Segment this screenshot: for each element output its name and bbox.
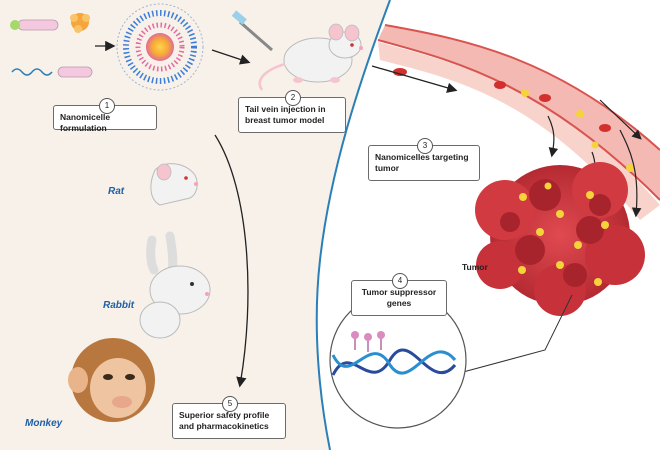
flow-arrow — [371, 65, 458, 93]
nanoparticle — [519, 193, 527, 201]
red-blood-cell — [494, 81, 506, 89]
tumor-label: Tumor — [462, 262, 488, 272]
step-3-number: 3 — [417, 138, 433, 154]
step-5-label-line2: and pharmacokinetics — [179, 421, 269, 431]
nanoparticle — [556, 261, 564, 269]
nanoparticle — [556, 210, 564, 218]
step-1-number: 1 — [99, 98, 115, 114]
zoom-connector — [451, 294, 573, 376]
step-4-box: 4 Tumor suppressor genes — [351, 273, 447, 316]
step-2-number: 2 — [285, 90, 301, 106]
rabbit-illustration — [139, 231, 211, 339]
nanoparticle — [576, 110, 584, 118]
arrow-to-safety — [214, 134, 249, 388]
nanoparticle — [521, 89, 529, 97]
step-5-box: 5 Superior safety profile and pharmacoki… — [172, 396, 286, 439]
blood-vessel — [371, 24, 660, 220]
extravasation-arrow — [547, 115, 559, 158]
methyl-marker — [364, 333, 372, 341]
nanomicelle — [116, 3, 204, 91]
step-4-label-line1: Tumor suppressor — [361, 287, 437, 297]
tumor-mass — [475, 162, 645, 316]
step-2-label-line2: breast tumor model — [245, 115, 325, 125]
dna-strand — [331, 350, 457, 375]
syringe — [239, 20, 273, 52]
step-5-label-line1: Superior safety profile — [179, 410, 270, 420]
step-3-label-line2: tumor — [375, 163, 400, 173]
arrow-to-mouse — [211, 49, 251, 65]
step-1-box: 1 Nanomicelle formulation — [53, 98, 157, 133]
red-blood-cell — [393, 68, 407, 76]
monkey-illustration — [68, 338, 155, 422]
extravasation-arrow — [619, 129, 642, 218]
step-4-label-line2: genes — [386, 298, 412, 308]
nanoparticle — [586, 191, 594, 199]
nanoparticle — [536, 228, 544, 236]
mouse-illustration — [231, 10, 363, 91]
step-2-box: 2 Tail vein injection in breast tumor mo… — [238, 90, 346, 133]
nanoparticle — [574, 241, 582, 249]
divider-curve — [315, 0, 391, 450]
nanoparticle — [601, 221, 609, 229]
dna-strand — [331, 348, 457, 376]
nanoparticle — [518, 266, 526, 274]
flow-arrow — [599, 99, 642, 140]
methyl-marker — [351, 331, 359, 339]
nanoparticle — [626, 164, 634, 172]
red-blood-cell — [539, 94, 551, 102]
step-3-box: 3 Nanomicelles targeting tumor — [368, 138, 480, 181]
nanoparticle — [591, 141, 599, 149]
step-4-number: 4 — [392, 273, 408, 289]
nanoparticle — [594, 278, 602, 286]
monkey-label: Monkey — [25, 418, 63, 429]
step-2-label-line1: Tail vein injection in — [245, 104, 326, 114]
micelle-components — [10, 13, 93, 78]
step-5-number: 5 — [222, 396, 238, 412]
methyl-marker — [377, 331, 385, 339]
nanoparticle — [544, 182, 552, 190]
red-blood-cell — [599, 124, 611, 132]
rat-label: Rat — [108, 186, 125, 197]
step-3-label-line1: Nanomicelles targeting — [375, 152, 469, 162]
rat-illustration — [150, 163, 198, 206]
step-1-label: Nanomicelle formulation — [60, 112, 111, 133]
rabbit-label: Rabbit — [103, 300, 135, 311]
